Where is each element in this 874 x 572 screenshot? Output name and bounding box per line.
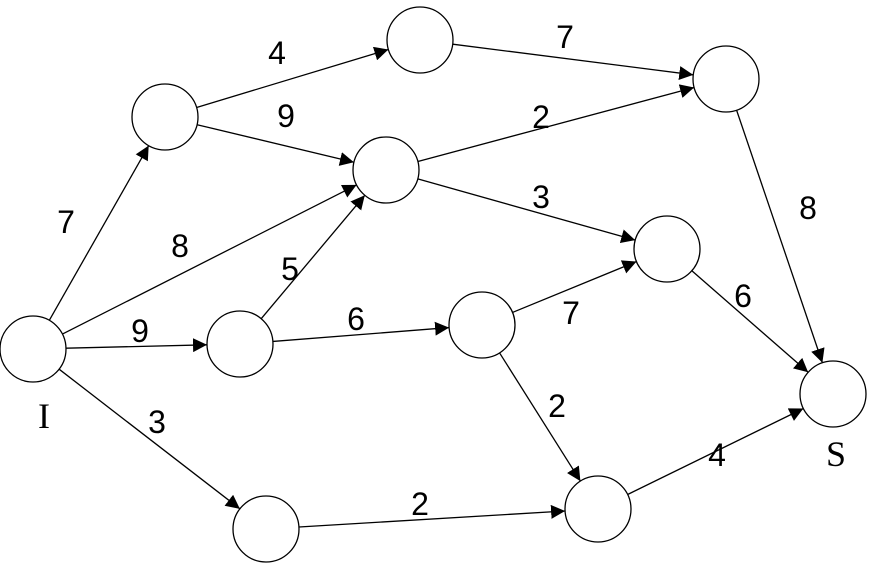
edge-weight-I-D: 8 [171,228,189,264]
node-C [692,45,760,113]
edge-weight-F-K: 2 [548,388,566,424]
edge-E-D [260,194,366,320]
node-D [352,136,420,204]
node-J [232,495,300,563]
edge-G-S [691,270,809,373]
edge-weight-E-F: 6 [347,301,365,337]
node-K [564,475,632,543]
nodes-layer [0,6,867,563]
edge-weight-D-G: 3 [532,179,550,215]
edge-B-C [452,43,694,81]
edge-weight-F-G: 7 [562,295,580,331]
node-G [633,215,701,283]
edge-weight-B-C: 7 [556,19,574,55]
edge-weight-D-C: 2 [532,99,550,135]
edge-C-S [735,110,825,363]
edge-D-C [417,84,695,163]
edge-weight-A-B: 4 [268,35,286,71]
edge-weight-G-S: 6 [734,278,752,314]
node-B [386,6,454,74]
edge-weight-C-S: 8 [799,190,817,226]
edge-E-F [272,321,450,343]
edge-weight-A-D: 9 [277,98,295,134]
edges-layer [48,43,825,528]
node-label-I: I [38,396,50,436]
node-E [206,310,274,378]
edge-weight-I-E: 9 [131,313,149,349]
edge-weight-I-A: 7 [57,204,75,240]
edge-A-B [196,46,389,109]
edge-F-K [499,352,581,482]
node-S [799,360,867,428]
edge-D-G [417,178,636,244]
node-I [0,315,67,383]
edge-weight-I-J: 3 [148,404,166,440]
edge-I-A [48,145,150,321]
edge-K-S [627,407,804,496]
edge-I-J [58,368,241,510]
edge-weight-J-K: 2 [411,486,429,522]
edge-weight-E-D: 5 [281,251,299,287]
node-F [448,291,516,359]
node-A [131,83,199,151]
edge-J-K [298,504,566,528]
edge-weight-K-S: 4 [708,437,726,473]
edge-I-D [62,184,357,335]
edge-I-E [65,338,208,353]
node-label-S: S [826,434,846,474]
edge-F-G [512,260,637,314]
edge-A-D [196,124,355,166]
